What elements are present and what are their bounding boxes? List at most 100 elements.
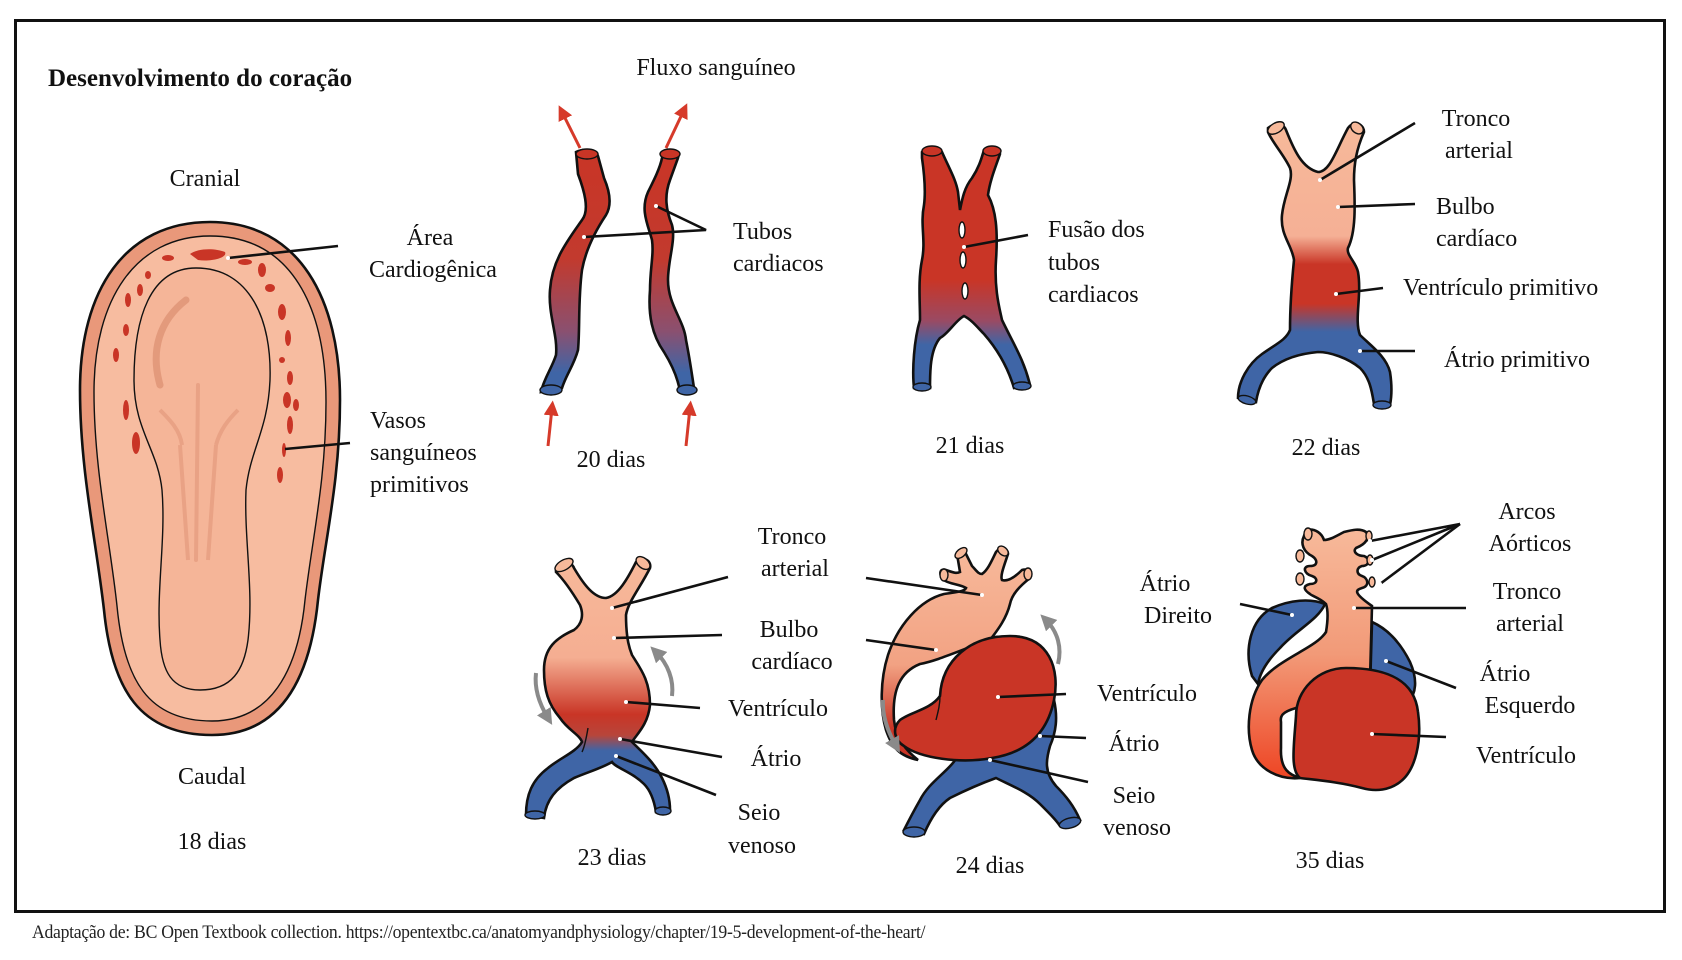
ventricle-24: [893, 634, 1057, 762]
fused-heart-tube: [911, 146, 1032, 390]
cardiogenic-area-leader: [227, 244, 339, 260]
bulbus-label-22: Bulbo cardíaco: [1436, 194, 1517, 252]
atrium-label-23: Átrio: [751, 746, 802, 772]
primitive-vessels-leader: [284, 441, 351, 451]
atrium-label-24: Átrio: [1109, 731, 1160, 757]
truncus-leader-22: [1319, 121, 1416, 182]
stage-21-fusion: Fusão dos tubos cardiacos 21 dias: [911, 145, 1151, 459]
truncus-label-22: Tronco arterial: [1442, 106, 1516, 164]
ventricle-leader-24: [997, 692, 1067, 699]
tube-opening: [659, 148, 681, 160]
tube-opening: [676, 384, 698, 396]
day-label-22: 22 dias: [1292, 435, 1361, 461]
flow-arrow-in-left: [543, 400, 559, 447]
leader-tip: [226, 256, 230, 260]
tube-opening: [539, 384, 563, 396]
source-caption: Adaptação de: BC Open Textbook collectio…: [32, 922, 926, 943]
truncus-label-35: Tronco arterial: [1493, 579, 1567, 637]
rotation-arrow-left: [533, 672, 553, 725]
left-atrium-label-35: Átrio Esquerdo: [1480, 661, 1576, 719]
tube-opening: [524, 810, 546, 820]
leader-tips: [1318, 178, 1362, 353]
rotation-arrow-right: [650, 646, 675, 697]
tube-opening: [912, 382, 932, 392]
leader-tip: [582, 235, 586, 239]
tube-fusion-label: Fusão dos tubos cardiacos: [1048, 217, 1151, 308]
sinus-leader-23: [615, 754, 717, 797]
truncus-35: [1247, 528, 1374, 780]
atrium-label-22: Átrio primitivo: [1444, 347, 1590, 373]
heart-tubes-leader: [583, 204, 707, 239]
day-label-20: 20 dias: [577, 447, 646, 473]
leader-tip: [654, 204, 658, 208]
left-atrium-leader-35: [1385, 659, 1457, 690]
ventricle-label-22: Ventrículo primitivo: [1403, 275, 1598, 301]
truncus-label-23: Tronco arterial: [758, 524, 832, 582]
leader-tip: [962, 245, 966, 249]
day-label-21: 21 dias: [936, 433, 1005, 459]
ventricle-leader-35: [1371, 732, 1447, 739]
stage-22-tube-heart: Tronco arterial Bulbo cardíaco Ventrícul…: [1236, 106, 1598, 461]
tube-opening: [554, 557, 574, 573]
fold-line: [935, 695, 941, 721]
neural-groove: [152, 296, 190, 389]
truncus-leader-23: [611, 575, 729, 610]
heart-tubes-label: Tubos cardiacos: [733, 219, 824, 277]
stage-20-heart-tubes: Fluxo sanguíneo Tubos cardiacos 20 dias: [539, 55, 824, 473]
right-atrium-leader-35: [1239, 602, 1293, 617]
sinus-label-24: Seio venoso: [1103, 783, 1171, 841]
rotation-arrow-left: [880, 699, 900, 753]
ventricle-label-35: Ventrículo: [1476, 743, 1576, 769]
aortic-arches-label: Arcos Aórticos: [1489, 499, 1572, 557]
day-label-18: 18 dias: [178, 829, 247, 855]
day-label-35: 35 dias: [1296, 848, 1365, 874]
atrium-leader-24: [1039, 734, 1087, 740]
cranial-label: Cranial: [170, 166, 241, 192]
tube-heart-22: [1236, 122, 1393, 407]
heart-tube-left: [539, 148, 611, 394]
tube-opening: [635, 555, 651, 571]
leader-tips: [934, 593, 1042, 762]
bulbus-leader-24: [865, 638, 937, 652]
neural-plate: [133, 267, 271, 691]
tube-opening: [1237, 394, 1257, 406]
flow-arrow-out-left: [558, 105, 582, 149]
heart-tube-right: [643, 149, 696, 394]
figure-title: Desenvolvimento do coração: [48, 65, 352, 92]
bulbus-label-23: Bulbo cardíaco: [751, 617, 832, 675]
leader-tips: [610, 606, 628, 758]
primitive-streak: [194, 383, 200, 562]
tube-opening: [654, 806, 672, 816]
aortic-arches-leader: [1379, 522, 1461, 586]
figure-frame: [14, 19, 1666, 913]
blood-islands: [113, 249, 299, 483]
tube-opening: [902, 826, 926, 838]
somite-fold-right: [206, 408, 240, 561]
tube-opening: [1058, 816, 1082, 830]
primitive-vessels-label: Vasos sanguíneos primitivos: [370, 408, 483, 498]
blood-flow-heading: Fluxo sanguíneo: [636, 55, 795, 81]
tube-opening: [1372, 400, 1392, 410]
leader-tips: [1290, 539, 1388, 736]
somite-fold-left: [158, 408, 190, 561]
fusion-gaps: [958, 221, 969, 300]
tube-opening: [575, 148, 599, 160]
ventricle-leader-22: [1335, 286, 1384, 296]
tube-opening: [982, 145, 1002, 157]
ventricle-label-24: Ventrículo: [1097, 681, 1197, 707]
tube-opening: [1267, 121, 1285, 135]
stage-35-four-chamber: Arcos Aórticos Átrio Direito Tronco arte…: [1140, 499, 1576, 874]
right-atrium-label-35: Átrio Direito: [1140, 571, 1212, 629]
atrium-leader-23: [619, 737, 723, 759]
tube-opening: [1350, 121, 1364, 135]
tube-opening: [1012, 381, 1032, 391]
cardiogenic-area-label: Área Cardiogênica: [369, 225, 497, 283]
flow-arrow-out-right: [664, 103, 688, 149]
flow-arrow-in-right: [681, 400, 697, 447]
sinus-label-23: Seio venoso: [728, 800, 796, 859]
sinus-leader-24: [989, 758, 1089, 784]
ventricle-label-23: Ventrículo: [728, 696, 828, 722]
stage-24-looped: Ventrículo Átrio Seio venoso 24 dias: [865, 545, 1197, 879]
ventricle-leader-23: [625, 700, 701, 710]
fold-line: [581, 727, 589, 753]
